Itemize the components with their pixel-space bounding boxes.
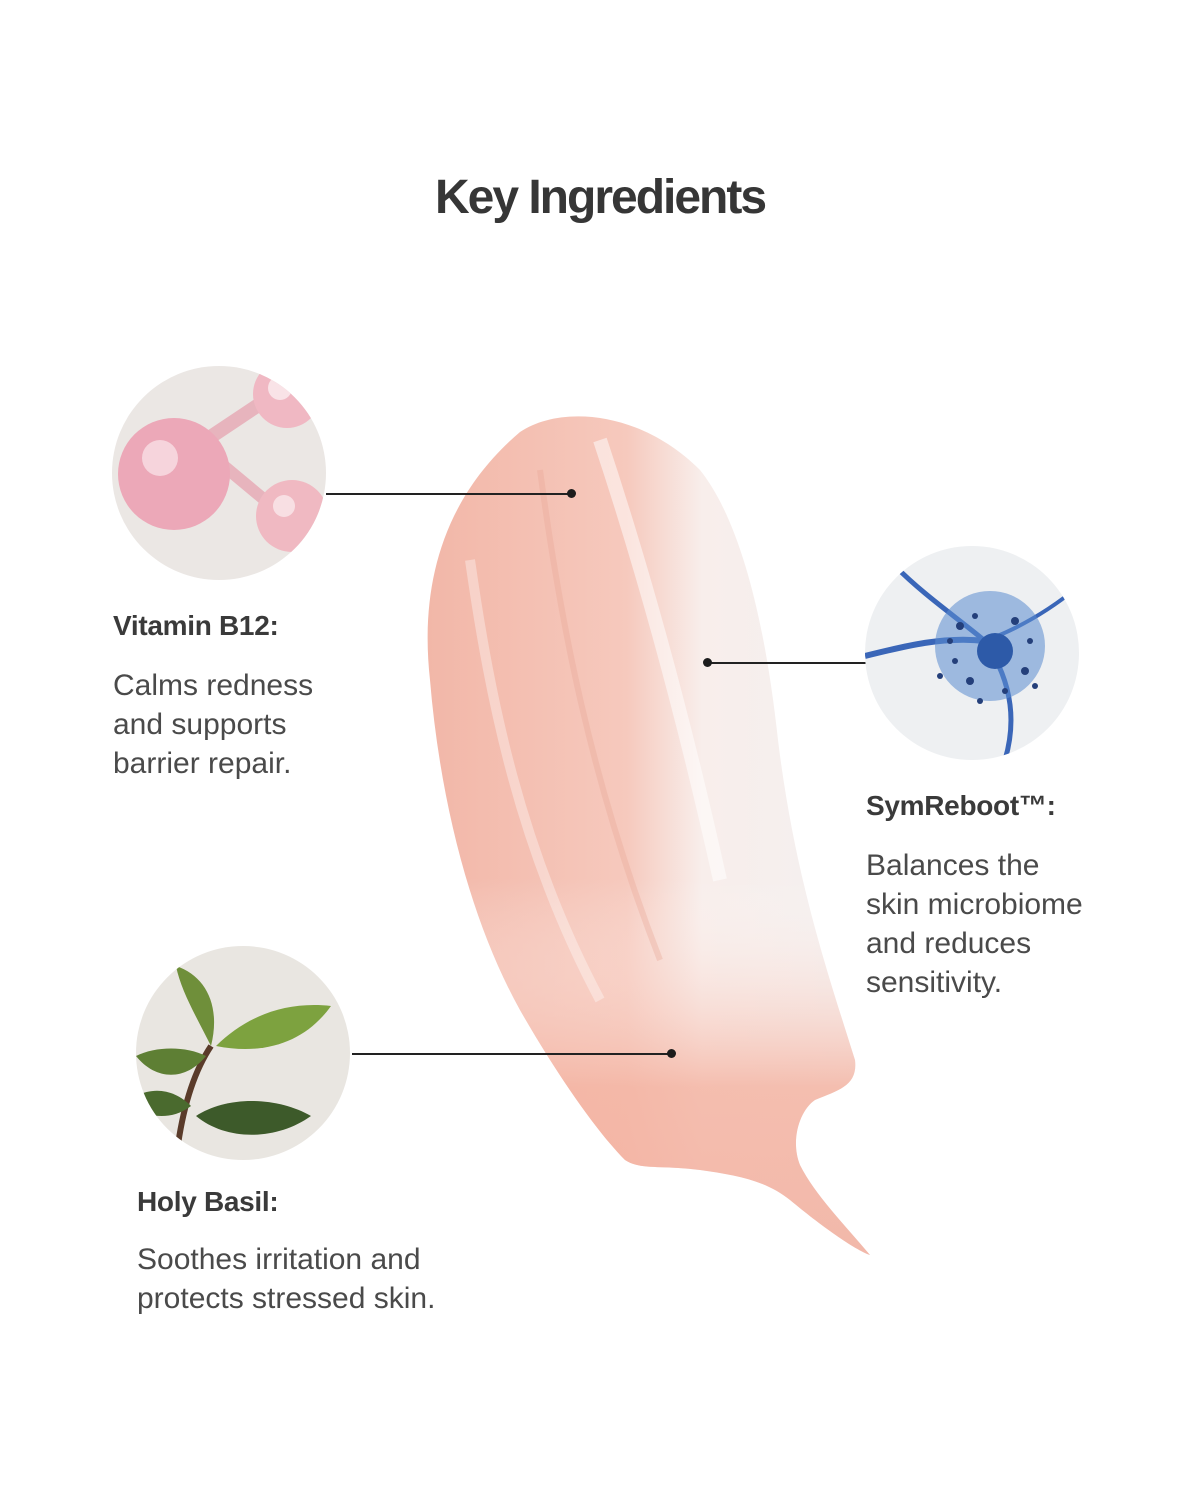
vitamin-b12-name: Vitamin B12: [113,610,279,641]
basil-leaf-icon [136,946,350,1160]
holy-basil-connector-dot [667,1049,676,1058]
description-line: barrier repair. [113,747,292,780]
microbe-icon [865,546,1079,760]
holy-basil-description: Soothes irritation and protects stressed… [137,1240,435,1318]
vitamin-b12-description: Calms redness and supports barrier repai… [113,666,313,783]
holy-basil-name: Holy Basil: [137,1186,279,1217]
symreboot-name: SymReboot™: [866,790,1056,821]
symreboot-connector-line [708,662,866,664]
description-line: protects stressed skin. [137,1282,436,1315]
description-line: sensitivity. [866,966,1003,999]
page-title: Key Ingredients [434,171,767,224]
description-line: and reduces [866,927,1032,960]
description-line: skin microbiome [866,888,1083,921]
description-line: Soothes irritation and [137,1243,421,1276]
description-line: Balances the [866,849,1040,882]
molecule-icon [112,366,326,580]
vitamin-b12-connector-dot [567,489,576,498]
description-line: Calms redness [113,669,314,702]
description-line: and supports [113,708,287,741]
holy-basil-connector-line [352,1053,672,1055]
symreboot-connector-dot [703,658,712,667]
symreboot-description: Balances the skin microbiome and reduces… [866,846,1083,1002]
vitamin-b12-connector-line [326,493,572,495]
